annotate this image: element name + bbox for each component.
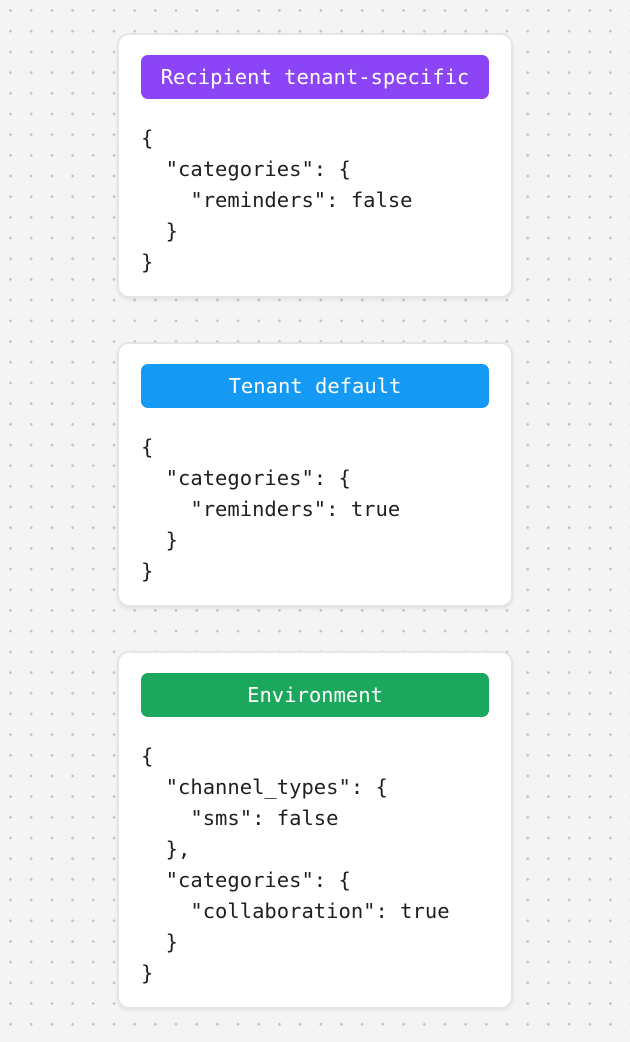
tenant-default-json: { "categories": { "reminders": true } } bbox=[141, 435, 401, 583]
card-environment: Environment { "channel_types": { "sms": … bbox=[117, 651, 513, 1009]
environment-badge: Environment bbox=[141, 673, 489, 717]
tenant-default-badge: Tenant default bbox=[141, 364, 489, 408]
recipient-tenant-specific-json: { "categories": { "reminders": false } } bbox=[141, 126, 413, 274]
card-recipient-tenant-specific: Recipient tenant-specific { "categories"… bbox=[117, 33, 513, 298]
recipient-tenant-specific-badge: Recipient tenant-specific bbox=[141, 55, 489, 99]
preference-cards-stack: Recipient tenant-specific { "categories"… bbox=[117, 33, 513, 1009]
environment-json: { "channel_types": { "sms": false }, "ca… bbox=[141, 744, 450, 985]
card-tenant-default: Tenant default { "categories": { "remind… bbox=[117, 342, 513, 607]
